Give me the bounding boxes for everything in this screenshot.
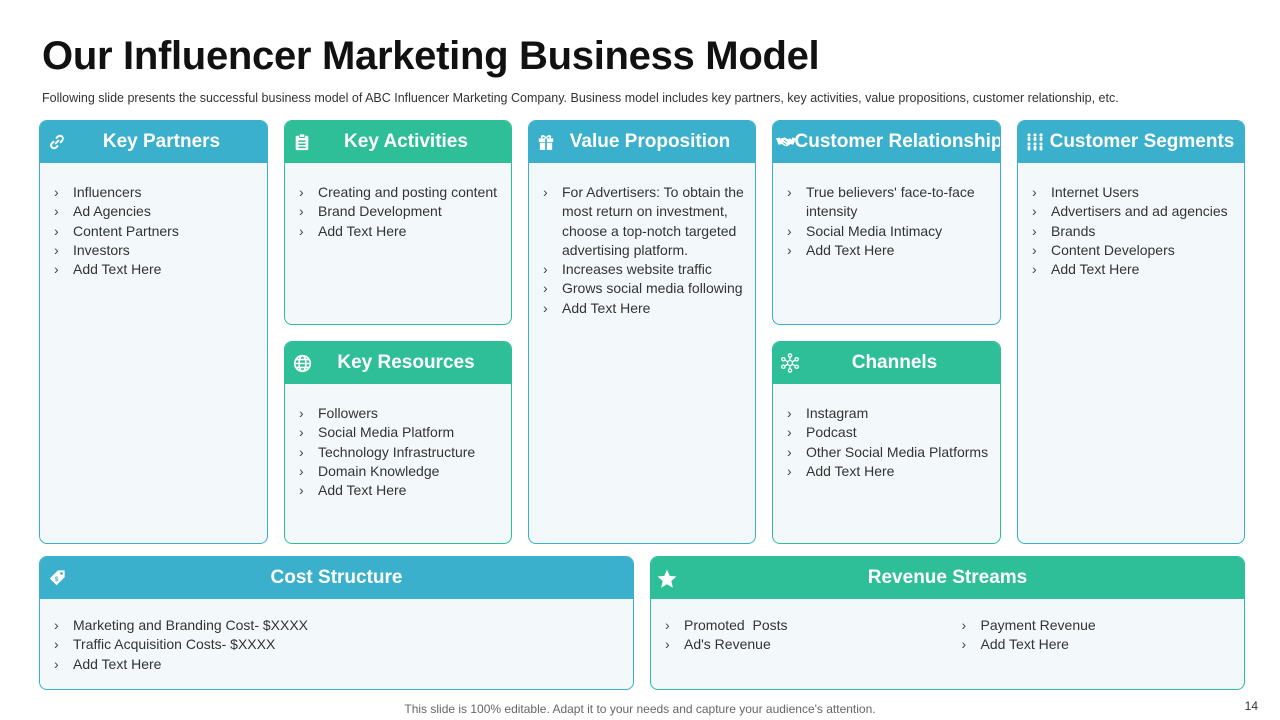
customer-relationship-title: Customer Relationship: [794, 131, 1001, 152]
globe-icon: [292, 353, 312, 373]
list-item: Podcast: [787, 423, 990, 443]
key-partners-card: Key Partners Influencers Ad Agencies Con…: [39, 120, 268, 544]
key-activities-list: Creating and posting content Brand Devel…: [285, 163, 511, 241]
handshake-icon: [776, 132, 796, 152]
list-item: Domain Knowledge: [299, 462, 501, 482]
network-icon: [780, 353, 800, 373]
list-item: Technology Infrastructure: [299, 443, 501, 463]
list-item: Add Text Here: [543, 299, 745, 319]
list-item: Advertisers and ad agencies: [1032, 202, 1234, 222]
revenue-streams-columns: Promoted Posts Ad's Revenue Payment Reve…: [651, 599, 1244, 655]
key-resources-title: Key Resources: [337, 352, 475, 373]
key-resources-card: Key Resources Followers Social Media Pla…: [284, 341, 512, 544]
list-item: Traffic Acquisition Costs- $XXXX: [54, 635, 623, 655]
list-item: Social Media Intimacy: [787, 222, 990, 242]
link-icon: [47, 132, 67, 152]
customer-segments-card: Customer Segments Internet Users Adverti…: [1017, 120, 1245, 544]
list-item: Internet Users: [1032, 183, 1234, 203]
revenue-streams-header: Revenue Streams: [651, 557, 1244, 599]
list-item: Marketing and Branding Cost- $XXXX: [54, 616, 623, 636]
list-item: Brand Development: [299, 202, 501, 222]
key-partners-header: Key Partners: [40, 121, 267, 163]
list-item: Add Text Here: [54, 655, 623, 675]
cost-structure-title: Cost Structure: [270, 567, 403, 588]
value-proposition-title: Value Proposition: [569, 131, 731, 152]
list-item: Content Partners: [54, 222, 257, 242]
list-item: Add Text Here: [299, 481, 501, 501]
list-item: Add Text Here: [962, 635, 1235, 655]
list-item: Add Text Here: [299, 222, 501, 242]
channels-title: Channels: [851, 352, 938, 373]
list-item: Followers: [299, 404, 501, 424]
cost-structure-header: $ Cost Structure: [40, 557, 633, 599]
key-activities-title: Key Activities: [344, 131, 468, 152]
list-item: Influencers: [54, 183, 257, 203]
list-item: Add Text Here: [1032, 260, 1234, 280]
list-item: Payment Revenue: [962, 616, 1235, 636]
people-group-icon: [1025, 132, 1045, 152]
list-item: Add Text Here: [787, 241, 990, 261]
revenue-streams-card: Revenue Streams Promoted Posts Ad's Reve…: [650, 556, 1245, 690]
price-tag-icon: $: [47, 568, 67, 588]
value-proposition-header: Value Proposition: [529, 121, 755, 163]
value-proposition-card: Value Proposition For Advertisers: To ob…: [528, 120, 756, 544]
channels-card: Channels Instagram Podcast Other Social …: [772, 341, 1001, 544]
revenue-streams-list-left: Promoted Posts Ad's Revenue: [651, 599, 948, 655]
customer-segments-header: Customer Segments: [1018, 121, 1244, 163]
key-partners-title: Key Partners: [102, 131, 221, 152]
customer-segments-title: Customer Segments: [1049, 131, 1235, 152]
footer-note: This slide is 100% editable. Adapt it to…: [404, 702, 876, 716]
page-subtitle: Following slide presents the successful …: [42, 91, 1119, 105]
list-item: Increases website traffic: [543, 260, 745, 280]
list-item: Ad Agencies: [54, 202, 257, 222]
page-number: 14: [1244, 699, 1258, 713]
customer-relationship-header: Customer Relationship: [773, 121, 1000, 163]
value-proposition-list: For Advertisers: To obtain the most retu…: [529, 163, 755, 318]
list-item: Ad's Revenue: [665, 635, 938, 655]
list-item: True believers' face-to-face intensity: [787, 183, 990, 222]
key-activities-card: Key Activities Creating and posting cont…: [284, 120, 512, 325]
star-icon: [655, 567, 679, 591]
key-resources-header: Key Resources: [285, 342, 511, 384]
cost-structure-list: Marketing and Branding Cost- $XXXX Traff…: [40, 599, 633, 674]
revenue-streams-title: Revenue Streams: [867, 567, 1028, 588]
channels-list: Instagram Podcast Other Social Media Pla…: [773, 384, 1000, 481]
list-item: Social Media Platform: [299, 423, 501, 443]
list-item: Add Text Here: [54, 260, 257, 280]
list-item: For Advertisers: To obtain the most retu…: [543, 183, 745, 260]
customer-segments-list: Internet Users Advertisers and ad agenci…: [1018, 163, 1244, 280]
list-item: Instagram: [787, 404, 990, 424]
customer-relationship-list: True believers' face-to-face intensity S…: [773, 163, 1000, 260]
list-item: Promoted Posts: [665, 616, 938, 636]
list-item: Add Text Here: [787, 462, 990, 482]
cost-structure-card: $ Cost Structure Marketing and Branding …: [39, 556, 634, 690]
channels-header: Channels: [773, 342, 1000, 384]
key-partners-list: Influencers Ad Agencies Content Partners…: [40, 163, 267, 280]
list-item: Other Social Media Platforms: [787, 443, 990, 463]
key-resources-list: Followers Social Media Platform Technolo…: [285, 384, 511, 501]
list-item: Brands: [1032, 222, 1234, 242]
clipboard-icon: [292, 132, 312, 152]
revenue-streams-list-right: Payment Revenue Add Text Here: [948, 599, 1245, 655]
list-item: Investors: [54, 241, 257, 261]
key-activities-header: Key Activities: [285, 121, 511, 163]
page-title: Our Influencer Marketing Business Model: [42, 34, 820, 78]
gift-icon: [536, 132, 556, 152]
list-item: Grows social media following: [543, 279, 745, 299]
list-item: Content Developers: [1032, 241, 1234, 261]
customer-relationship-card: Customer Relationship True believers' fa…: [772, 120, 1001, 325]
svg-text:$: $: [55, 576, 59, 583]
list-item: Creating and posting content: [299, 183, 501, 203]
